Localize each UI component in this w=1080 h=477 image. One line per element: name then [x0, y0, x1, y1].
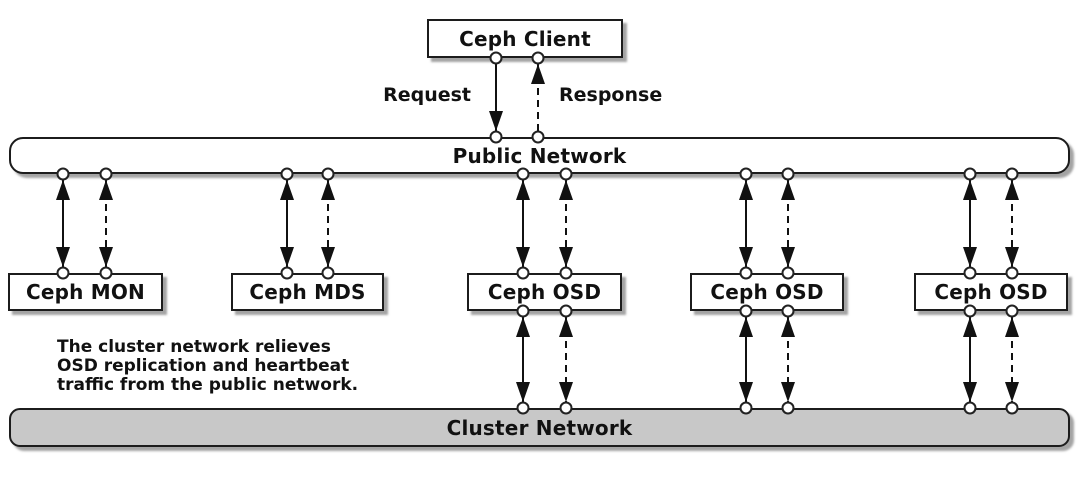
- port: [1005, 401, 1019, 415]
- port: [321, 167, 335, 181]
- port: [531, 51, 545, 65]
- port: [516, 304, 530, 318]
- ceph-osd-label: Ceph OSD: [710, 280, 824, 304]
- port: [99, 167, 113, 181]
- ceph-client-node: Ceph Client: [427, 19, 623, 58]
- port: [963, 167, 977, 181]
- port: [99, 266, 113, 280]
- port: [280, 167, 294, 181]
- port: [280, 266, 294, 280]
- port: [739, 401, 753, 415]
- port: [516, 167, 530, 181]
- ceph-mds-node: Ceph MDS: [231, 273, 384, 311]
- port: [1005, 304, 1019, 318]
- port: [781, 304, 795, 318]
- port: [739, 304, 753, 318]
- ceph-mon-node: Ceph MON: [8, 273, 163, 311]
- annotation-line: The cluster network relieves: [57, 337, 331, 357]
- public-network-label: Public Network: [452, 143, 627, 168]
- response-label: Response: [559, 84, 663, 106]
- ceph-mon-label: Ceph MON: [25, 280, 145, 304]
- port: [559, 266, 573, 280]
- port: [739, 167, 753, 181]
- port: [489, 51, 503, 65]
- port: [321, 266, 335, 280]
- ceph-mds-label: Ceph MDS: [249, 280, 366, 304]
- annotation-line: traffic from the public network.: [57, 375, 359, 395]
- annotation-line: OSD replication and heartbeat: [57, 356, 350, 376]
- cluster-network-bar: Cluster Network: [9, 408, 1070, 447]
- port: [559, 304, 573, 318]
- port: [963, 266, 977, 280]
- ceph-osd-label: Ceph OSD: [934, 280, 1048, 304]
- port: [739, 266, 753, 280]
- connection-ports: [56, 51, 1019, 415]
- ceph-osd-node-2: Ceph OSD: [690, 273, 844, 311]
- port: [516, 401, 530, 415]
- port: [531, 130, 545, 144]
- port: [559, 167, 573, 181]
- cluster-network-label: Cluster Network: [446, 415, 633, 440]
- port: [559, 401, 573, 415]
- cluster-network-annotation: The cluster network relieves OSD replica…: [57, 338, 358, 395]
- port: [963, 401, 977, 415]
- ceph-osd-label: Ceph OSD: [487, 280, 602, 304]
- port: [781, 266, 795, 280]
- port: [963, 304, 977, 318]
- port: [781, 401, 795, 415]
- ceph-osd-node-1: Ceph OSD: [467, 273, 622, 311]
- ceph-client-label: Ceph Client: [459, 26, 591, 51]
- port: [1005, 266, 1019, 280]
- port: [56, 167, 70, 181]
- port: [781, 167, 795, 181]
- port: [516, 266, 530, 280]
- port: [56, 266, 70, 280]
- request-label: Request: [383, 84, 471, 106]
- port: [1005, 167, 1019, 181]
- ceph-osd-node-3: Ceph OSD: [914, 273, 1068, 311]
- port: [489, 130, 503, 144]
